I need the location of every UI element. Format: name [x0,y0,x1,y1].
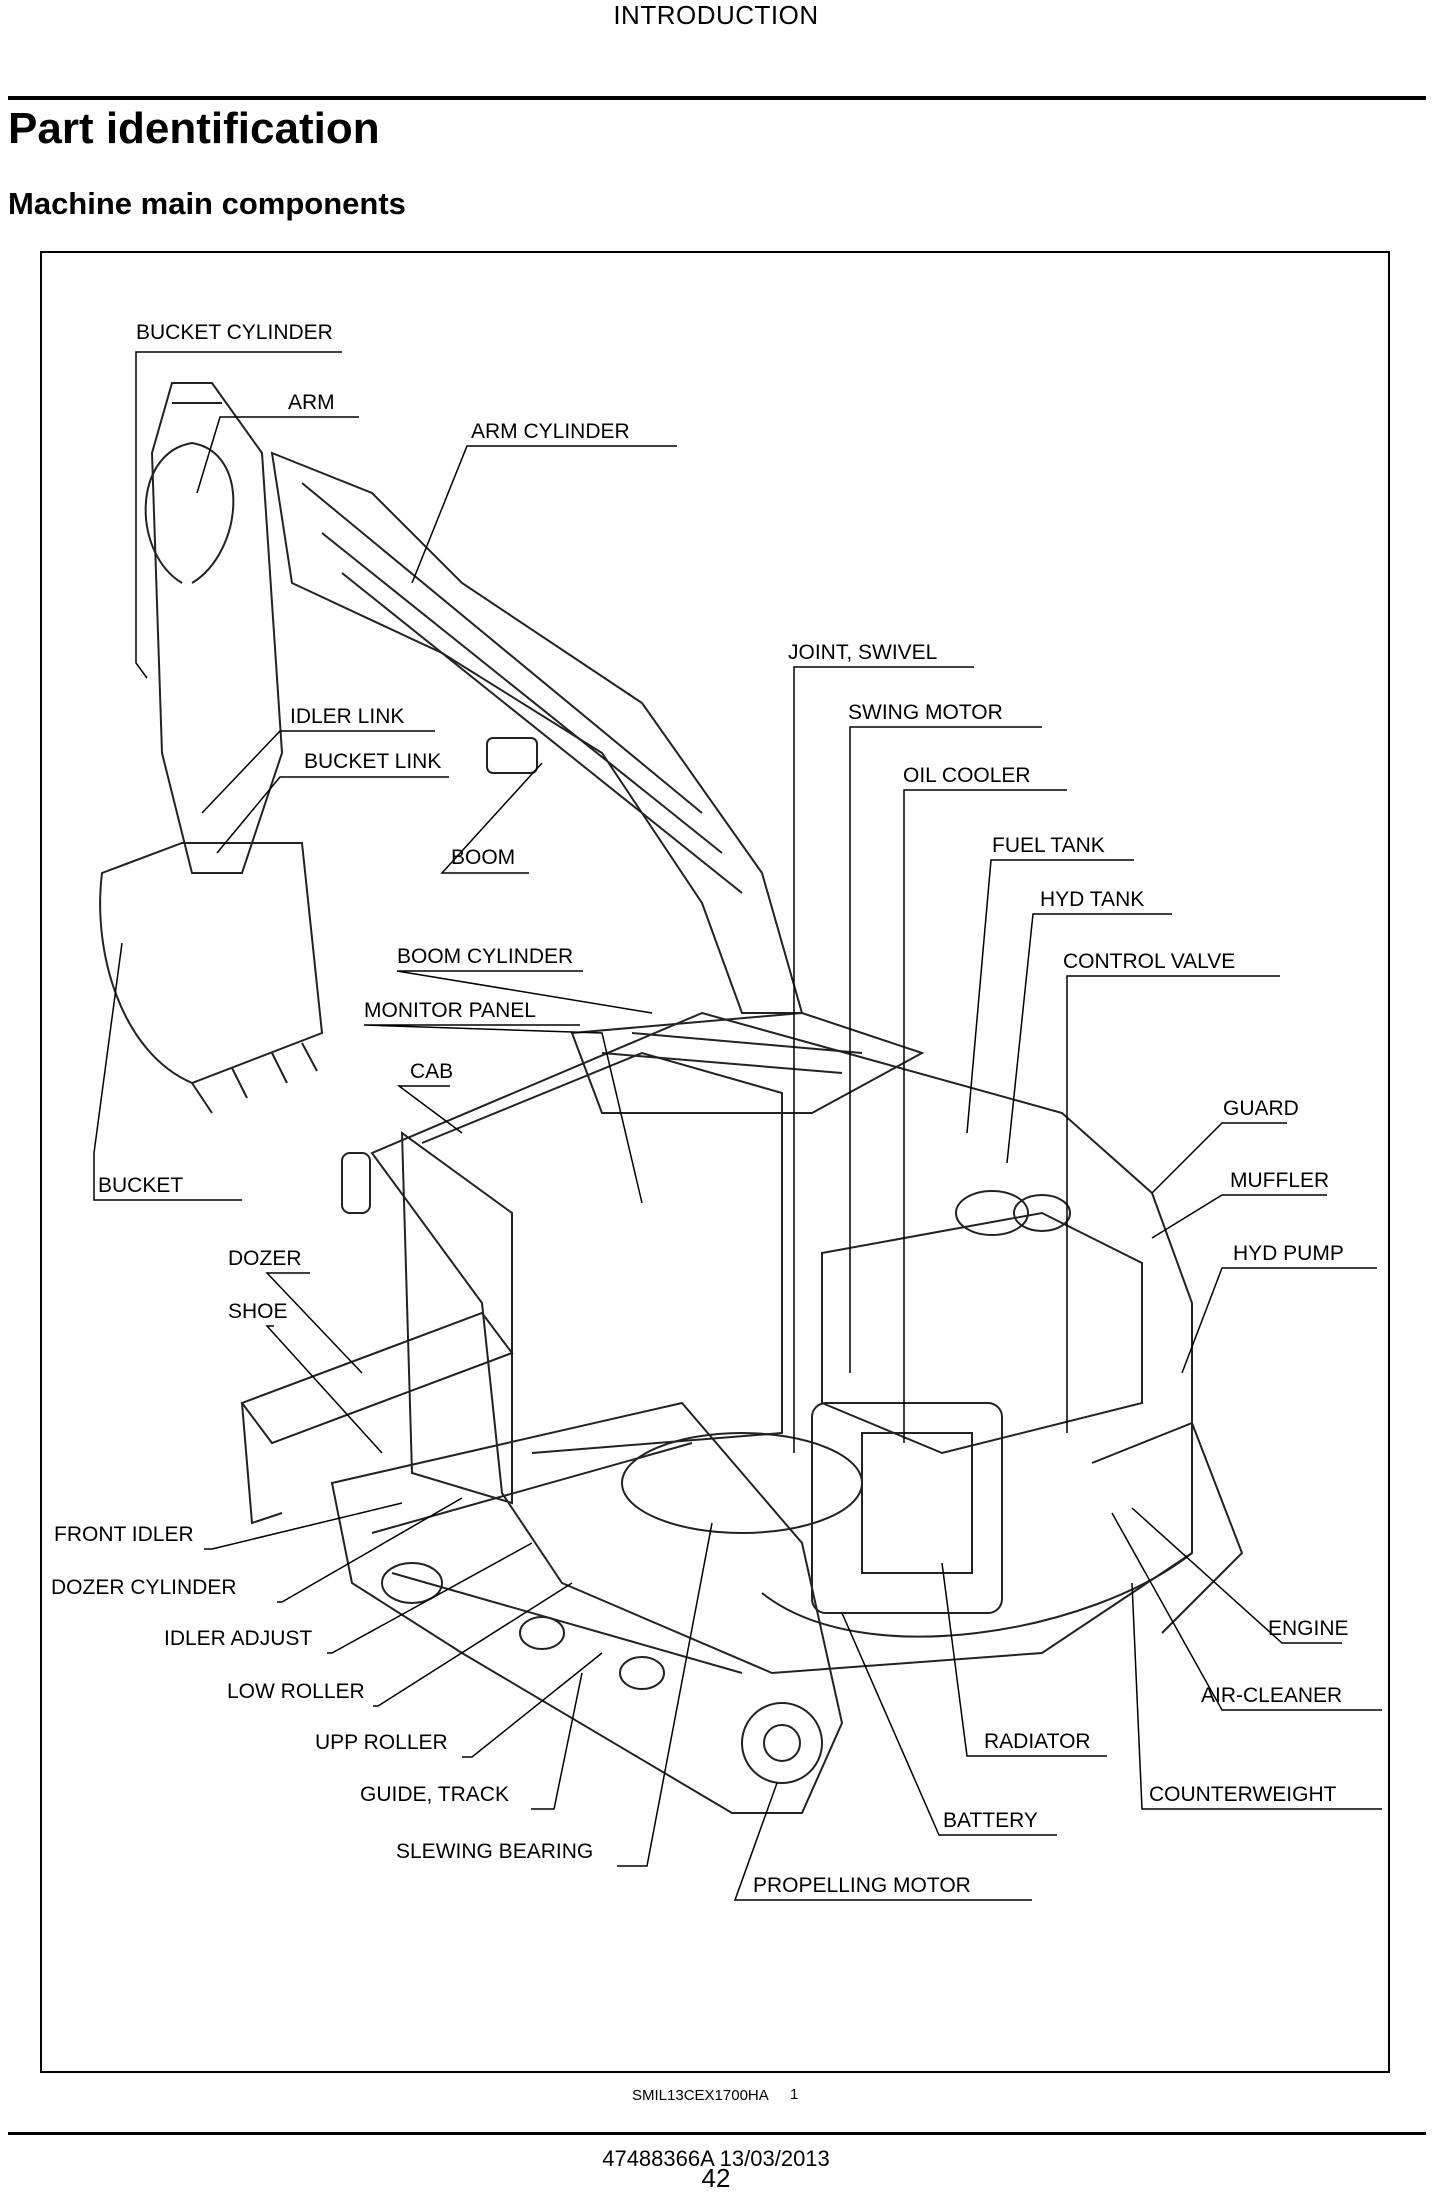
figure-number: 1 [790,2086,799,2103]
label-slewing-bearing: SLEWING BEARING [396,1840,594,1863]
label-engine: ENGINE [1268,1617,1349,1640]
label-guard: GUARD [1223,1097,1299,1120]
label-hyd-tank: HYD TANK [1040,888,1145,911]
label-arm-cylinder: ARM CYLINDER [471,420,630,443]
label-idler-link: IDLER LINK [290,705,405,728]
label-boom-cylinder: BOOM CYLINDER [397,945,574,968]
label-radiator: RADIATOR [984,1730,1091,1753]
label-shoe: SHOE [228,1300,288,1323]
label-dozer-cylinder: DOZER CYLINDER [51,1576,237,1599]
page-title: Part identification [8,104,380,153]
label-control-valve: CONTROL VALVE [1063,950,1236,973]
label-idler-adjust: IDLER ADJUST [164,1627,313,1650]
label-guide-track: GUIDE, TRACK [360,1783,509,1806]
label-muffler: MUFFLER [1230,1169,1330,1192]
document-code: 47488366A 13/03/2013 [602,2146,830,2171]
label-low-roller: LOW ROLLER [227,1680,365,1703]
footer-rule [8,2132,1426,2135]
label-front-idler: FRONT IDLER [54,1523,194,1546]
label-cab: CAB [410,1060,454,1083]
label-monitor-panel: MONITOR PANEL [364,999,536,1022]
label-upp-roller: UPP ROLLER [315,1731,448,1754]
label-dozer: DOZER [228,1247,302,1270]
page-number: 42 [701,2163,731,2193]
excavator-illustration [99,382,1244,1814]
label-air-cleaner: AIR-CLEANER [1201,1684,1343,1707]
label-hyd-pump: HYD PUMP [1233,1242,1344,1265]
section-header: INTRODUCTION [613,0,819,30]
leader-lines [93,351,1382,1901]
label-bucket-link: BUCKET LINK [304,750,442,773]
excavator-drawing [93,351,1382,1901]
label-swing-motor: SWING MOTOR [848,701,1003,724]
label-joint-swivel: JOINT, SWIVEL [788,641,938,664]
parts-figure: BUCKET CYLINDER ARM ARM CYLINDER JOINT, … [40,251,1390,2073]
label-bucket-cylinder: BUCKET CYLINDER [136,321,333,344]
label-bucket: BUCKET [98,1174,184,1197]
label-fuel-tank: FUEL TANK [992,834,1105,857]
header-rule [8,96,1426,100]
page-subtitle: Machine main components [8,186,406,221]
label-counterweight: COUNTERWEIGHT [1149,1783,1337,1806]
figure-code: SMIL13CEX1700HA [632,2087,769,2104]
label-propelling-motor: PROPELLING MOTOR [753,1874,971,1897]
label-oil-cooler: OIL COOLER [903,764,1031,787]
label-boom: BOOM [451,846,516,869]
label-arm: ARM [288,391,335,414]
label-battery: BATTERY [943,1809,1038,1832]
